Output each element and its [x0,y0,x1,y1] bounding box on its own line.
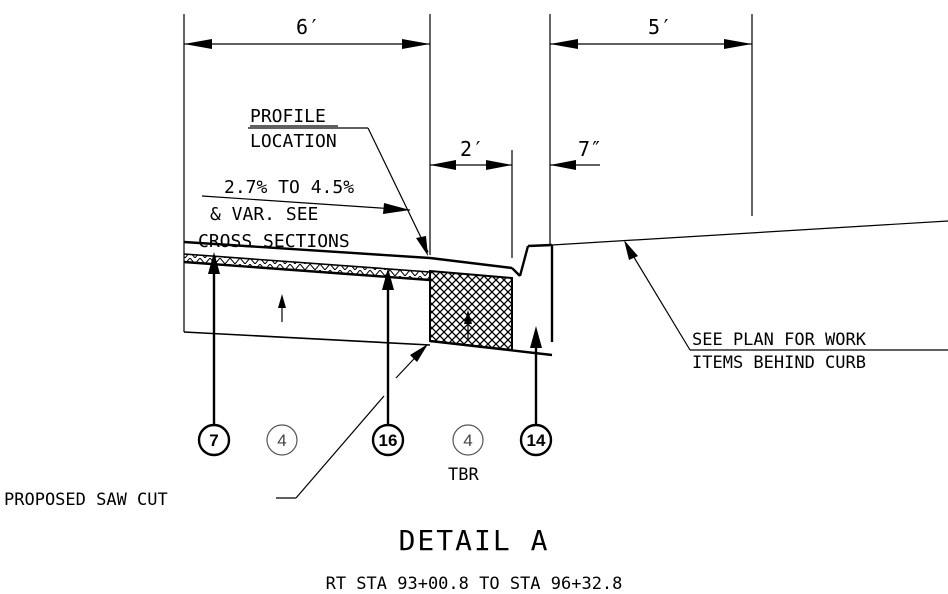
tbr-label: TBR [448,465,479,485]
bubble-4a-leader [278,294,286,322]
see-plan-leader [624,240,948,351]
dim-5ft-label: 5′ [648,15,672,39]
svg-text:14: 14 [527,431,546,450]
svg-text:7: 7 [209,431,218,450]
dim-2ft-label: 2′ [460,137,484,161]
bubble-14-leader [530,326,542,424]
bubble-16: 16 [371,423,405,457]
dimension-5ft: 5′ [549,14,753,244]
bubble-4b-leader [464,310,472,340]
dimension-2ft: 2′ [430,137,513,258]
slope-label-line3: CROSS SECTIONS [198,231,350,252]
dimension-7in: 7″ [550,137,602,170]
slope-label-line2: & VAR. SEE [210,204,318,225]
saw-cut-leader [276,344,428,499]
saw-cut-label: PROPOSED SAW CUT [4,490,168,510]
detail-title: DETAIL A [399,524,550,557]
curb-and-gutter [429,243,554,357]
see-plan-line2: ITEMS BEHIND CURB [692,353,866,373]
profile-location-leader [248,127,429,256]
grade-line [551,220,948,246]
profile-label-line1: PROFILE [250,106,326,127]
see-plan-line1: SEE PLAN FOR WORK [692,330,867,350]
bubble-7-leader [208,252,220,424]
bubble-16-leader [382,268,394,424]
svg-text:16: 16 [379,431,398,450]
detail-subtitle: RT STA 93+00.8 TO STA 96+32.8 [326,574,623,594]
slope-label-line1: 2.7% TO 4.5% [224,177,354,198]
bubble-4-existing: 4 [266,424,298,456]
dim-7in-label: 7″ [578,137,602,161]
dim-6ft-label: 6′ [296,15,320,39]
bubble-4-tbr: 4 [452,424,484,456]
svg-text:4: 4 [277,431,286,450]
existing-pavement-section [183,240,431,346]
profile-label-line2: LOCATION [250,131,337,152]
slope-arrow [201,195,411,214]
tbr-hatch-block [429,269,513,352]
bubble-7: 7 [197,423,231,457]
dimension-6ft: 6′ [183,14,431,255]
bubble-14: 14 [519,423,553,457]
svg-text:4: 4 [463,431,472,450]
